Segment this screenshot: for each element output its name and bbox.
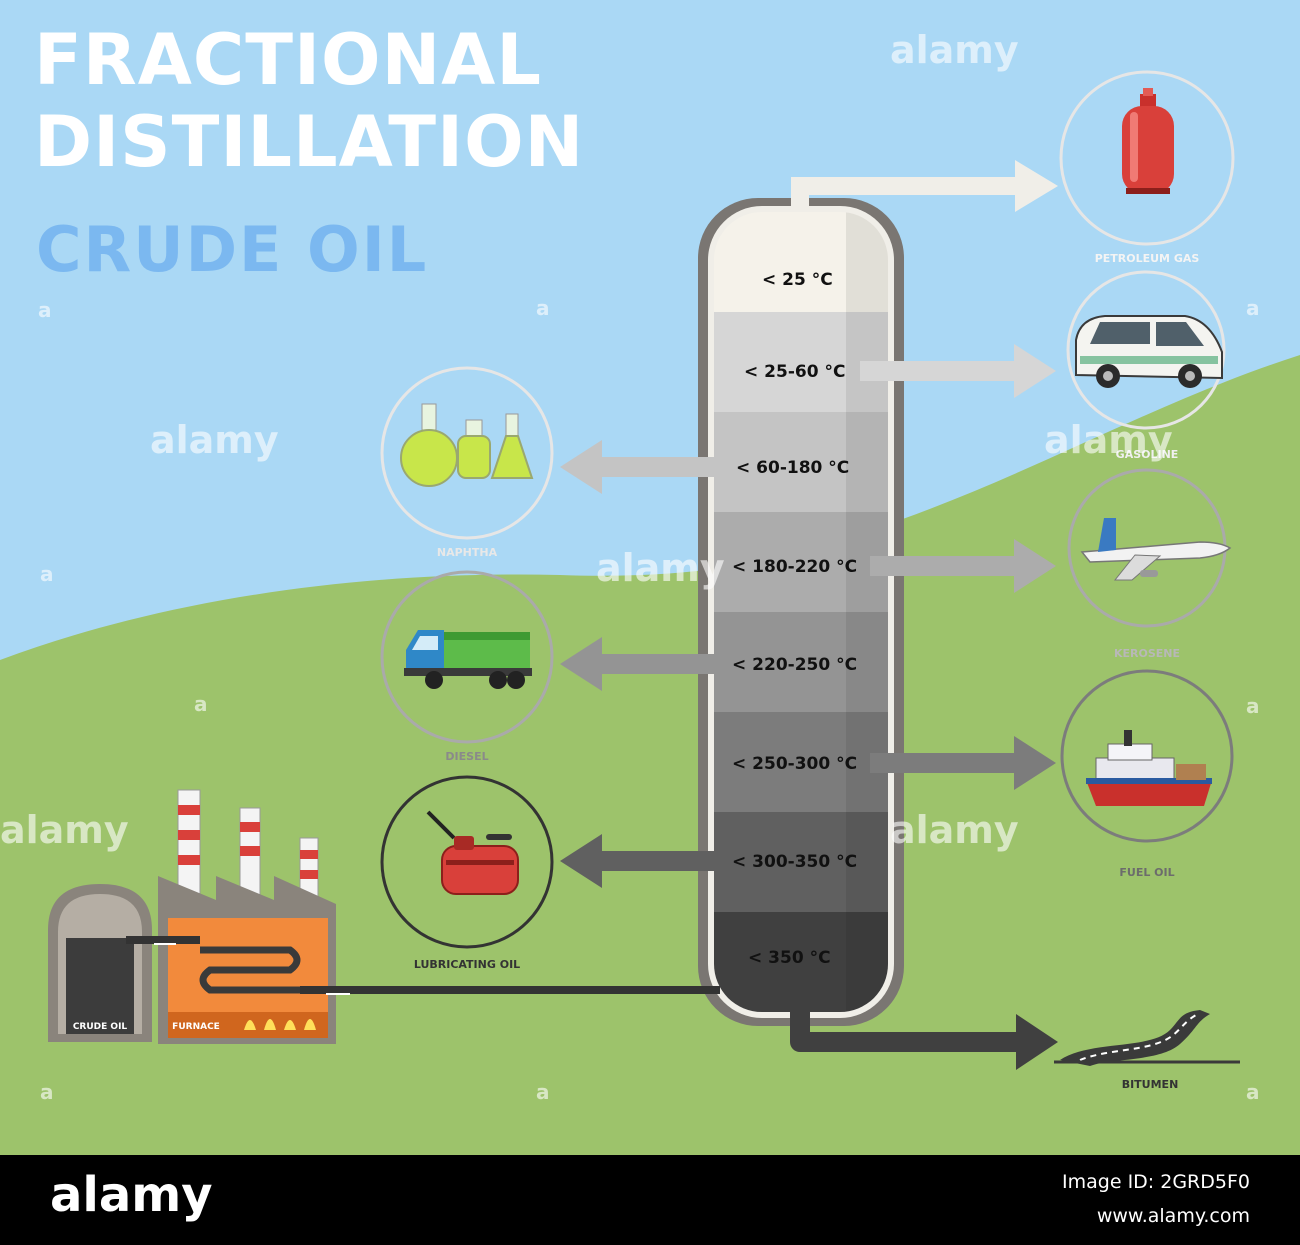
column-layer (714, 812, 888, 913)
furnace-label: FURNACE (172, 1022, 220, 1032)
column-layer-shade (846, 412, 888, 513)
product-label-fuel-oil: FUEL OIL (1119, 866, 1175, 879)
product-flows (560, 160, 1058, 1070)
product-label-kerosene: KEROSENE (1113, 647, 1181, 660)
title-line-2: DISTILLATION (34, 101, 585, 183)
petroleum-gas-product (1059, 70, 1235, 246)
temperature-label: < 180-220 °C (732, 557, 858, 577)
temperature-label: < 300-350 °C (732, 852, 858, 872)
diagram-scene: FRACTIONAL DISTILLATION CRUDE OIL < 25 °… (0, 0, 1300, 1155)
lubricating-oil-arrow-head (560, 834, 602, 888)
column-layer (714, 612, 888, 713)
watermark: alamy (150, 418, 279, 462)
kerosene-arrow-shaft (870, 556, 1016, 576)
temperature-label: < 25-60 °C (744, 362, 846, 382)
product-label-lubricating-oil: LUBRICATING OIL (413, 958, 521, 971)
product-label-petroleum-gas: PETROLEUM GAS (1094, 252, 1200, 265)
diesel-arrow-head (560, 637, 602, 691)
bitumen-product (1054, 1010, 1240, 1066)
crude-oil-tank (48, 884, 152, 1042)
distillation-diagram (0, 0, 1300, 1155)
footer-logo: alamy (50, 1167, 213, 1223)
gasoline-arrow-head (1014, 344, 1056, 398)
column-layer (714, 912, 888, 1012)
watermark: a (536, 296, 550, 320)
oil-can-icon (426, 810, 519, 895)
naphtha-arrow-head (560, 440, 602, 494)
footer-image-id: Image ID: 2GRD5F0 (1062, 1171, 1250, 1193)
lubricating-oil-product (380, 775, 554, 949)
product-label-gasoline: GASOLINE (1115, 448, 1179, 461)
distillation-column (698, 198, 904, 1026)
column-layer (714, 712, 888, 813)
bitumen-arrow-head (1016, 1014, 1058, 1070)
kerosene-arrow-head (1014, 539, 1056, 593)
column-layer (714, 412, 888, 513)
factory-furnace-icon (158, 789, 336, 1044)
naphtha-arrow-shaft (600, 457, 735, 477)
column-layer (714, 312, 888, 413)
gasoline-product (1066, 270, 1226, 430)
watermark: alamy (890, 808, 1019, 852)
title-line-1: FRACTIONAL (34, 19, 542, 101)
watermark: a (1246, 1080, 1260, 1104)
temperature-label: < 25 °C (762, 270, 833, 290)
car-icon (1075, 315, 1223, 388)
fuel-oil-arrow-head (1014, 736, 1056, 790)
kerosene-product (1067, 468, 1232, 628)
airplane-icon (1080, 518, 1232, 581)
subtitle: CRUDE OIL (36, 213, 429, 286)
watermark: alamy (0, 808, 129, 852)
watermark: a (40, 562, 54, 586)
product-label-naphtha: NAPHTHA (436, 546, 498, 559)
naphtha-product (380, 366, 554, 540)
fuel-oil-product (1060, 669, 1234, 843)
column-layer (714, 512, 888, 613)
watermark: alamy (890, 28, 1019, 72)
product-label-diesel: DIESEL (445, 750, 489, 763)
product-label-bitumen: BITUMEN (1121, 1078, 1179, 1091)
gasoline-arrow-shaft (860, 361, 1016, 381)
furnace-plant (158, 789, 336, 1044)
diesel-arrow-shaft (600, 654, 730, 674)
temperature-label: < 220-250 °C (732, 655, 858, 675)
lubricating-oil-arrow-shaft (600, 851, 730, 871)
petroleum-gas-pipe (791, 177, 1015, 212)
chemical-flasks-icon (400, 403, 534, 487)
gas-cylinder-icon (1122, 88, 1174, 194)
watermark: a (1246, 694, 1260, 718)
petroleum-gas-arrow (1015, 160, 1058, 212)
ship-icon (1086, 730, 1212, 806)
watermark: a (536, 1080, 550, 1104)
crude-oil-tank-icon (48, 884, 152, 1042)
temperature-label: < 250-300 °C (732, 754, 858, 774)
watermark: a (1246, 296, 1260, 320)
watermark: a (40, 1080, 54, 1104)
road-icon (1054, 1010, 1240, 1066)
fuel-oil-arrow-shaft (870, 753, 1016, 773)
tank-label: CRUDE OIL (72, 1022, 128, 1032)
bitumen-pipe (790, 1010, 1018, 1052)
column-layer-shade (846, 812, 888, 913)
watermark: a (38, 298, 52, 322)
column-layer (714, 212, 888, 313)
temperature-label: < 60-180 °C (736, 458, 850, 478)
footer-url: www.alamy.com (1096, 1205, 1250, 1227)
watermark: a (194, 692, 208, 716)
temperature-label: < 350 °C (748, 948, 831, 968)
truck-icon (404, 630, 532, 689)
diesel-product (380, 570, 554, 744)
feed-pipes (126, 936, 720, 995)
column-layer-shade (846, 612, 888, 713)
watermark: alamy (596, 546, 725, 590)
footer-bar: alamy Image ID: 2GRD5F0 www.alamy.com (0, 1155, 1300, 1245)
watermark: alamy (1044, 418, 1173, 462)
